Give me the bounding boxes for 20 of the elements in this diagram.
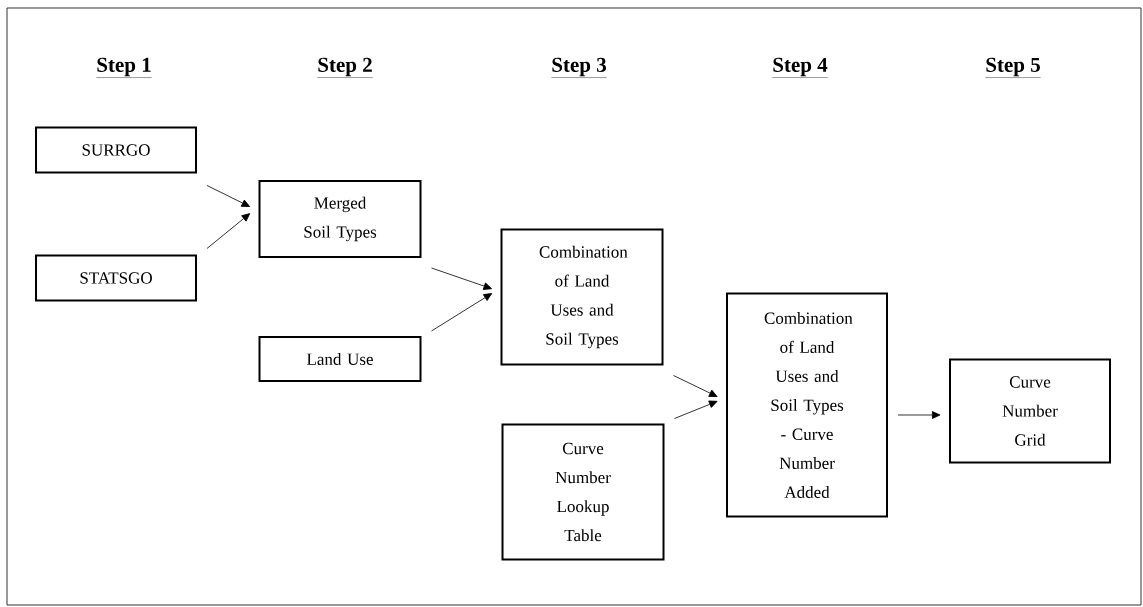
arrow: [431, 293, 493, 332]
arrow: [673, 375, 718, 397]
arrow: [897, 411, 941, 419]
step-heading: Step 4: [772, 57, 828, 78]
process-box: SURRGO: [35, 126, 197, 174]
process-box: Land Use: [258, 336, 422, 382]
process-box: Combination of Land Uses and Soil Types - Curve Number Added: [726, 292, 888, 518]
process-box: STATSGO: [35, 254, 197, 302]
arrow: [206, 213, 251, 249]
process-box: Curve Number Lookup Table: [501, 423, 665, 561]
arrow: [674, 400, 718, 419]
step-heading: Step 2: [317, 57, 373, 78]
step-heading: Step 1: [96, 57, 152, 78]
arrow: [206, 185, 251, 207]
arrow: [431, 267, 492, 290]
process-box: Curve Number Grid: [949, 358, 1111, 464]
process-box: Combination of Land Uses and Soil Types: [500, 228, 664, 366]
step-heading: Step 5: [985, 57, 1041, 78]
process-box: Merged Soil Types: [258, 180, 422, 258]
step-heading: Step 3: [551, 57, 607, 78]
